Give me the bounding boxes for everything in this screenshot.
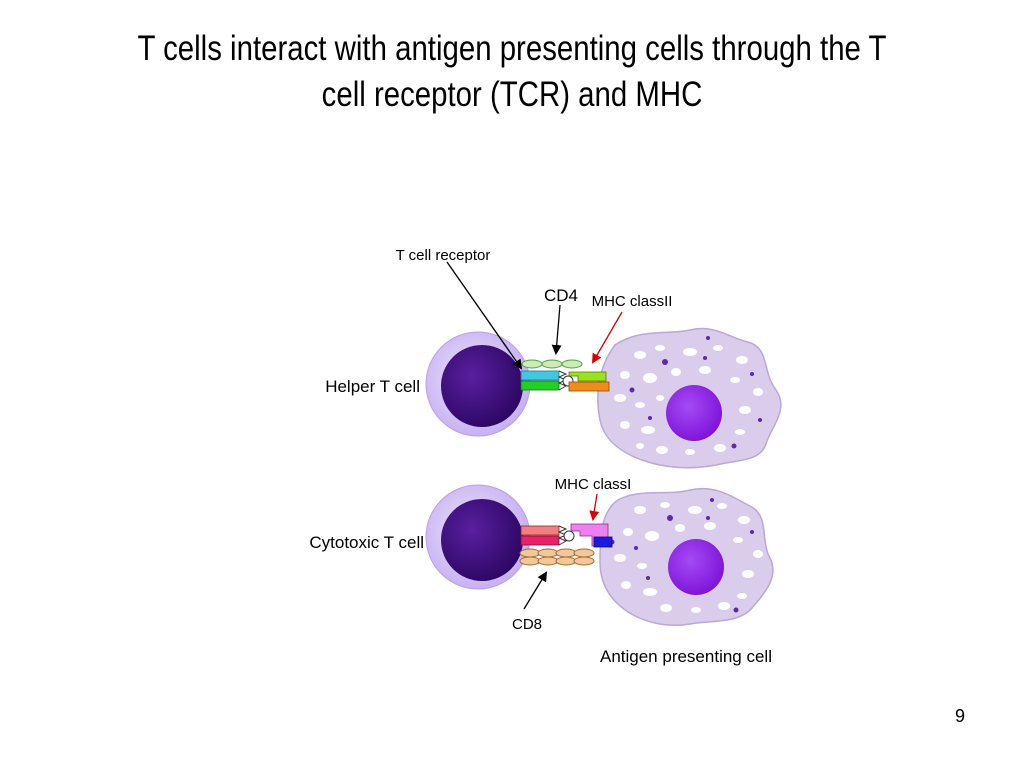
apc-cell-top — [597, 327, 782, 469]
apc-vesicles-bottom — [614, 502, 763, 613]
label-mhc-class-i: MHC classI — [555, 476, 632, 493]
cytotoxic-interaction: MHC classI Cytotoxic T cell CD8 Antigen … — [309, 476, 774, 666]
mhc-ii-arrow — [591, 311, 623, 364]
label-cd4: CD4 — [544, 286, 578, 305]
helper-t-cell-nucleus — [441, 345, 523, 427]
mhc-class-ii-molecule — [568, 371, 610, 392]
apc-granules-top — [629, 336, 762, 449]
slide-title: T cells interact with antigen presenting… — [132, 26, 891, 118]
apc-nucleus-top — [666, 385, 722, 441]
slide-title-line-2: cell receptor (TCR) and MHC — [321, 75, 703, 114]
peptide-bottom — [563, 530, 575, 542]
cd4-molecule — [521, 359, 583, 369]
mhc-class-i-molecule — [570, 523, 613, 548]
mhc-i-arrow — [589, 493, 600, 521]
label-cd8: CD8 — [512, 616, 542, 633]
label-antigen-presenting-cell: Antigen presenting cell — [600, 647, 772, 666]
tcr-arrow — [446, 261, 523, 370]
apc-vesicles-top — [614, 345, 763, 455]
page-number: 9 — [954, 706, 965, 726]
apc-nucleus-bottom — [668, 539, 724, 595]
cd8-arrow — [523, 571, 548, 610]
cd8-molecule — [519, 548, 595, 566]
slide-title-line-1: T cells interact with antigen presenting… — [137, 29, 887, 68]
apc-cell-bottom — [599, 487, 774, 627]
label-mhc-class-ii: MHC classII — [592, 293, 673, 310]
helper-t-cell — [425, 331, 531, 437]
label-t-cell-receptor: T cell receptor — [396, 247, 491, 264]
cd4-arrow — [551, 304, 562, 355]
label-helper-t-cell: Helper T cell — [325, 377, 420, 396]
cytotoxic-t-cell — [425, 484, 531, 590]
label-cytotoxic-t-cell: Cytotoxic T cell — [309, 533, 424, 552]
cytotoxic-t-cell-nucleus — [441, 499, 523, 581]
helper-interaction: T cell receptor CD4 MHC classII Helper T… — [325, 247, 782, 469]
